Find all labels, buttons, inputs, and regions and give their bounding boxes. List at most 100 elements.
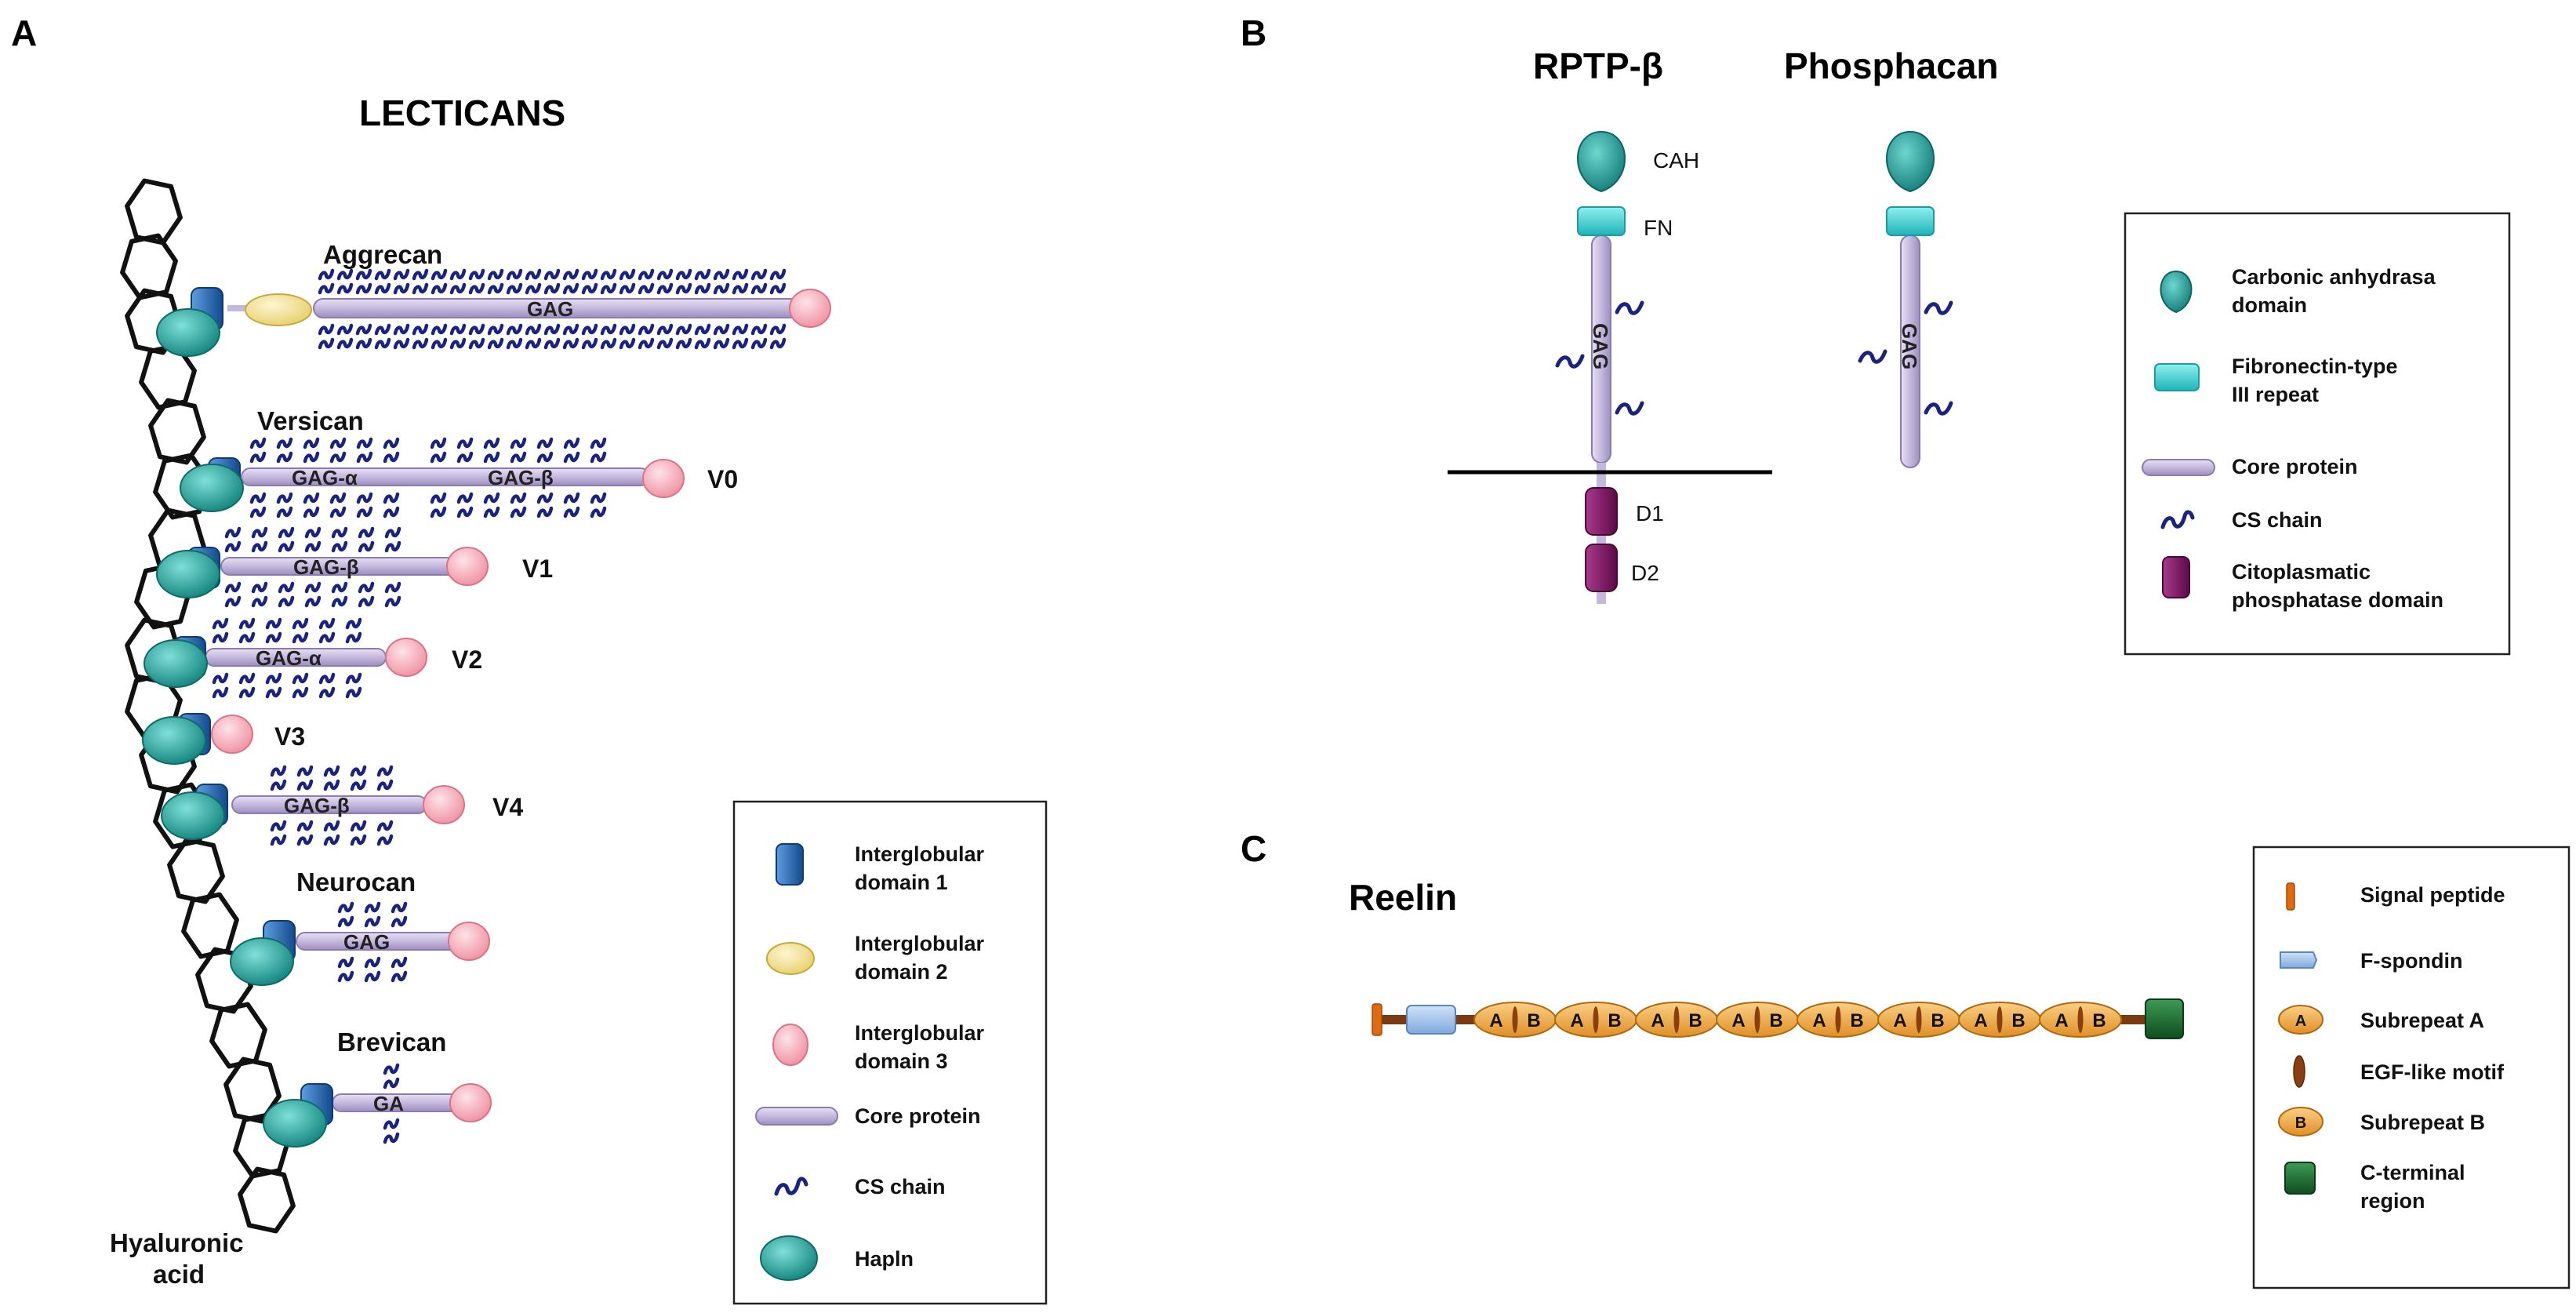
cs-chain [562,268,580,281]
cs-chain [487,268,504,281]
cs-chain [510,506,527,518]
cs-chain [278,526,295,539]
reelin-legend-box [2252,846,2571,1289]
legend-c-item-2-line1: F-spondin [2360,949,2462,973]
legend-a-item-2-line2: domain 2 [855,960,948,984]
cs-chain [487,337,504,350]
cs-chain [350,765,367,777]
interglobular-domain-2-icon [766,942,815,975]
cs-chain [323,765,340,777]
subrepeat-b-letter: B [2011,1010,2025,1031]
legend-b-item-3-line1: Core protein [2232,455,2358,478]
cs-chain [331,526,348,539]
phosphacan-molecule: GAG [1858,130,1953,468]
cs-chain [675,323,692,336]
cs-chain [391,956,408,969]
cs-chain [345,617,362,630]
versican-v3-molecule: V3 [142,713,305,765]
hyaluronic-acid-chain [120,178,296,1234]
reelin-title: Reelin [1349,877,1457,918]
cs-chain [449,268,467,281]
cs-chain [769,268,787,281]
subrepeat-a-icon: A [2278,1005,2323,1035]
cs-chain [600,282,617,295]
versican-v4-cs-chains [270,765,394,846]
cs-chain [296,765,314,777]
cs-chain [376,765,394,777]
cs-chain [374,282,391,295]
cs-chain [323,820,340,832]
cs-chain [383,1063,400,1075]
phosphacan-title: Phosphacan [1784,45,1999,86]
cs-chain [249,506,267,518]
cs-chain [270,834,287,846]
aggrecan-hapln [156,308,220,357]
cs-chain [675,337,692,350]
cs-chain [224,581,242,594]
cs-chain [323,834,340,846]
versican-v3-isoform-label: V3 [274,722,305,751]
cs-chain [732,337,749,350]
reelin-signal-peptide [1372,1003,1382,1036]
cs-chain [656,268,674,281]
cs-chain [483,437,500,449]
legend-c-item-3-line1: Subrepeat A [2360,1009,2484,1032]
subrepeat-b-letter: B [1527,1010,1540,1031]
cs-chain [270,820,287,832]
cs-chain [336,323,354,336]
cs-chain [356,506,373,518]
versican-v0-hapln [180,464,244,512]
cs-chain [356,437,373,449]
cs-chain [581,268,598,281]
cs-chain [468,323,485,336]
cs-chain [276,492,293,504]
cs-chain [581,337,598,350]
cs-chain [468,337,485,350]
cs-chain [249,451,267,464]
cs-chain [265,672,282,685]
cs-chain [355,282,372,295]
cs-chain [329,451,347,464]
phosphatase-domain-icon [2162,556,2190,598]
cs-chain [355,268,372,281]
cs-chain [318,617,336,630]
rptp-beta-phosphatase-domain-d1 [1585,487,1618,536]
cs-chain [318,672,336,685]
subrepeat-a-letter: A [1893,1010,1906,1031]
cs-chain [483,506,500,518]
aggrecan-molecule: Aggrecan GAG [156,240,831,357]
hyaluronic-acid-label-line2: acid [153,1260,205,1289]
cs-chain [619,323,636,336]
cs-chain [337,956,354,969]
cs-chain [638,323,655,336]
cs-chain [675,282,692,295]
versican-v2-molecule: GAG-α V2 [144,617,482,699]
cs-chain [331,581,348,594]
phosphacan-gag-label: GAG [1898,323,1921,369]
cs-chain [694,268,711,281]
cs-chain [393,268,410,281]
cs-chain [449,282,467,295]
cs-chain [276,451,293,464]
fn-label: FN [1644,216,1673,240]
core-protein-icon [755,1107,838,1126]
hyaluronic-acid-ring [148,398,206,465]
cs-chain [329,492,347,504]
legend-a-item-1-line1: Interglobular [855,842,984,866]
cs-chain [506,323,523,336]
cs-chain [278,540,295,553]
legend-c-item-6-line2: region [2360,1189,2425,1213]
cs-chain [391,901,408,914]
cs-chain [468,282,485,295]
cs-chain [270,765,287,777]
cs-chain [590,451,607,464]
d1-label: D1 [1636,501,1664,526]
subrepeat-b-icon: B [2278,1107,2323,1137]
cs-chain [350,779,367,791]
versican-v0-interglobular-domain-3 [642,459,685,498]
neurocan-gag-label: GAG [343,930,390,954]
versican-v2-interglobular-domain-3 [385,638,427,677]
